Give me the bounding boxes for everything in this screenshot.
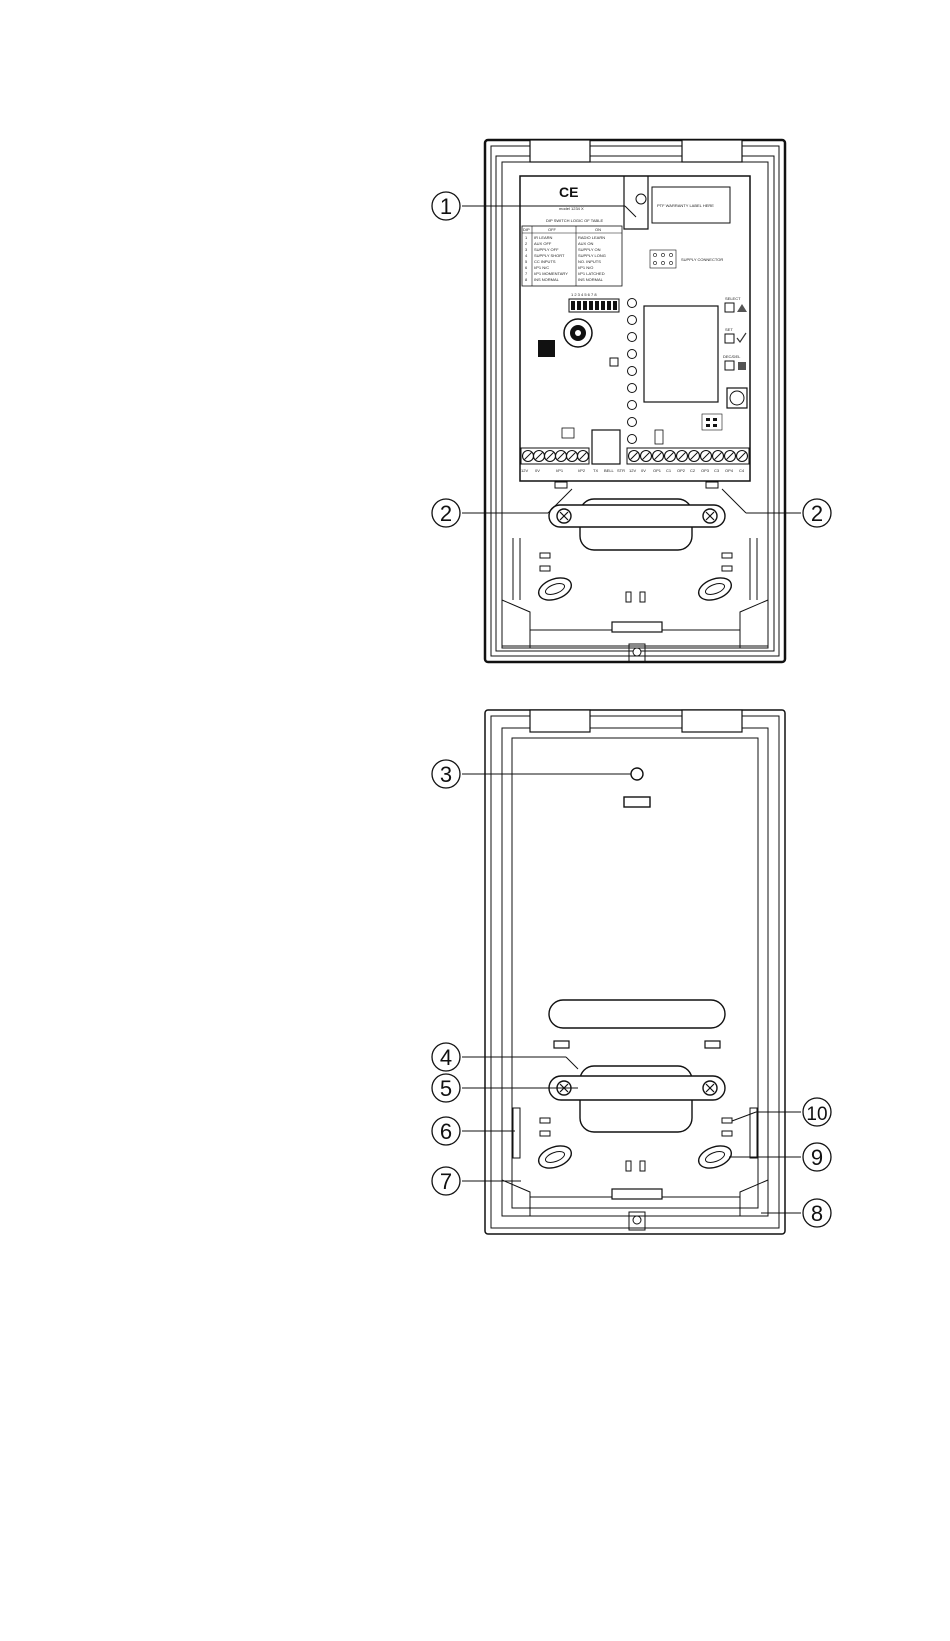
terminal-label: OP1 <box>653 468 662 473</box>
terminal-label: 12V <box>629 468 636 473</box>
terminal-label: OP4 <box>725 468 734 473</box>
dip-row-on: INS NORMAL <box>578 277 604 282</box>
front-view-with-pcb: CE PTF WARRANTY LABEL HERE model 1234 X … <box>483 138 787 664</box>
callout-9-label: 9 <box>811 1145 823 1170</box>
terminal-label: STR <box>617 468 625 473</box>
supply-connector-label: SUPPLY CONNECTOR <box>681 257 723 262</box>
dip-row-off: SUPPLY SHORT <box>534 253 565 258</box>
callout-7: 7 <box>431 1166 521 1196</box>
callout-6-label: 6 <box>440 1119 452 1144</box>
dip-row-num: 5 <box>525 259 528 264</box>
dec-del-label: DEC/DEL <box>723 354 741 359</box>
terminal-label: TX <box>593 468 598 473</box>
terminal-label: C3 <box>714 468 720 473</box>
dip-row-num: 6 <box>525 265 528 270</box>
dip-header-0: DIP <box>523 227 530 232</box>
led-column <box>627 298 637 444</box>
terminal-label: I/P1 <box>556 468 564 473</box>
terminal-label: 0V <box>535 468 540 473</box>
callout-6: 6 <box>431 1116 515 1146</box>
module-panel <box>643 305 719 403</box>
terminal-label: OP3 <box>701 468 710 473</box>
callout-7-label: 7 <box>440 1169 452 1194</box>
warranty-label-box <box>651 186 731 224</box>
callouts: 1 2 2 3 4 <box>431 191 832 1228</box>
terminal-label: 0V <box>641 468 646 473</box>
callout-9: 9 <box>729 1142 832 1172</box>
terminal-label: C2 <box>690 468 696 473</box>
small-component <box>609 357 619 367</box>
mounting-features-bottom <box>501 767 769 1231</box>
callout-8: 8 <box>761 1198 832 1228</box>
dip-switch: 1 2 3 4 5 6 7 8 <box>568 292 620 313</box>
terminal-label: I/P2 <box>578 468 586 473</box>
dip-row-off: I/P1 MOMENTARY <box>534 271 568 276</box>
model-line: model 1234 X <box>559 206 584 211</box>
supply-connector: SUPPLY CONNECTOR <box>649 249 723 269</box>
dip-row-num: 7 <box>525 271 528 276</box>
dip-row-on: SUPPLY ON <box>578 247 601 252</box>
dip-numbers: 1 2 3 4 5 6 7 8 <box>571 292 597 297</box>
control-buttons: SELECT SET DEC/DEL <box>723 296 748 409</box>
dip-row-num: 8 <box>525 277 528 282</box>
callout-10: 10 <box>731 1097 832 1127</box>
dip-row-num: 3 <box>525 247 528 252</box>
dip-table: DIP OFF ON 1 IR LEARN RADIO LEARN 2 AUX … <box>521 225 623 287</box>
dip-row-num: 1 <box>525 235 528 240</box>
terminal-label: 12V <box>521 468 528 473</box>
terminal-label: BELL <box>604 468 615 473</box>
ce-mark: CE <box>559 184 578 200</box>
callout-5-label: 5 <box>440 1076 452 1101</box>
terminal-label: C4 <box>739 468 745 473</box>
select-label: SELECT <box>725 296 741 301</box>
callout-1: 1 <box>431 191 637 221</box>
dip-row-on: NO. INPUTS <box>578 259 601 264</box>
callout-2a: 2 <box>431 488 573 528</box>
dip-row-off: INS NORMAL <box>534 277 560 282</box>
back-view-empty <box>484 709 786 1235</box>
mounting-features-top <box>501 481 769 663</box>
callout-2b-label: 2 <box>811 501 823 526</box>
dip-row-num: 2 <box>525 241 528 246</box>
right-terminal-strip: 12V 0V OP1 C1 OP2 C2 OP3 C3 OP4 C4 <box>626 447 750 473</box>
callout-4: 4 <box>431 1042 579 1072</box>
dip-header-2: ON <box>595 227 601 232</box>
pcb-board: CE PTF WARRANTY LABEL HERE model 1234 X … <box>519 175 751 482</box>
callout-3: 3 <box>431 759 631 789</box>
dip-row-off: IR LEARN <box>534 235 553 240</box>
dip-row-off: SUPPLY OFF <box>534 247 559 252</box>
dip-row-off: AUX OFF <box>534 241 552 246</box>
dip-row-on: I/P1 LATCHED <box>578 271 605 276</box>
connector-block <box>591 429 621 465</box>
dip-row-on: I/P1 N/O <box>578 265 593 270</box>
dip-row-on: RADIO LEARN <box>578 235 605 240</box>
callout-8-label: 8 <box>811 1201 823 1226</box>
set-label: SET <box>725 327 733 332</box>
terminal-label: C1 <box>666 468 672 473</box>
dip-row-on: AUX ON <box>578 241 593 246</box>
callout-10-label: 10 <box>806 1104 827 1125</box>
left-terminal-strip: 12V 0V I/P1 I/P2 TX BELL STR <box>520 447 625 473</box>
enclosure-outline-bottom <box>484 709 786 1235</box>
callout-4-label: 4 <box>440 1045 452 1070</box>
warranty-label-text: PTF WARRANTY LABEL HERE <box>657 203 714 208</box>
callout-1-label: 1 <box>440 194 452 219</box>
dip-row-off: CC INPUTS <box>534 259 556 264</box>
dip-header-1: OFF <box>548 227 557 232</box>
dip-row-num: 4 <box>525 253 528 258</box>
terminal-label: OP2 <box>677 468 686 473</box>
callout-3-label: 3 <box>440 762 452 787</box>
callout-5: 5 <box>431 1073 578 1103</box>
callout-2a-label: 2 <box>440 501 452 526</box>
dip-row-on: SUPPLY LONG <box>578 253 606 258</box>
dip-row-off: I/P1 N/C <box>534 265 549 270</box>
dip-table-title: DIP SWITCH LOGIC OF TABLE <box>546 218 603 223</box>
callout-2b: 2 <box>721 488 832 528</box>
ic-chip <box>538 340 555 357</box>
